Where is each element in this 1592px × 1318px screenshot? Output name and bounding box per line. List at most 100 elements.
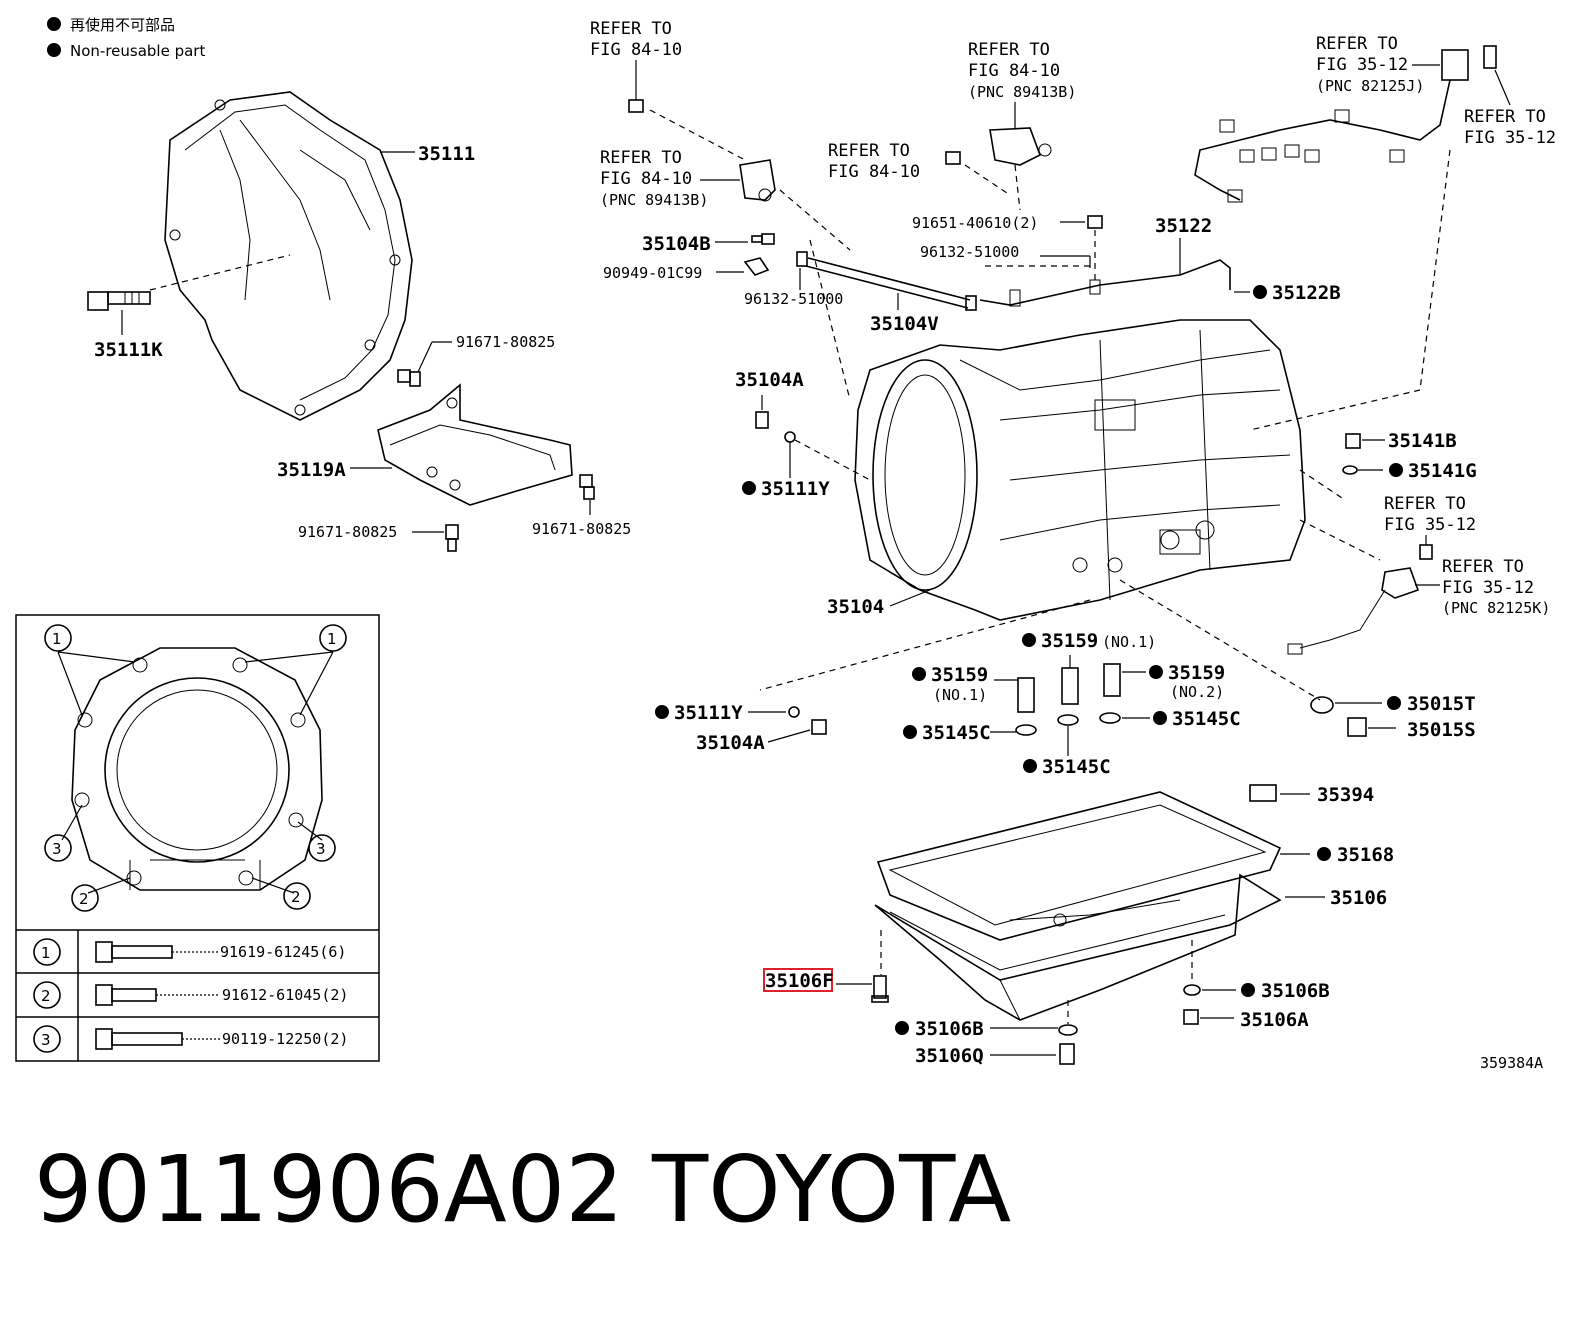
- label-35141g: 35141G: [1408, 460, 1477, 482]
- ref-a-line1: REFER TO: [590, 19, 672, 39]
- ref-e-line2: FIG 35-12: [1316, 55, 1408, 75]
- label-35111k: 35111K: [94, 339, 163, 361]
- label-91671-right: 91671-80825: [532, 520, 631, 538]
- label-35159-right: 35159: [1168, 662, 1225, 684]
- ref-c-line1: REFER TO: [968, 40, 1050, 60]
- ref-h-pnc: (PNC 82125K): [1442, 599, 1550, 617]
- svg-text:2: 2: [291, 888, 301, 906]
- footer-brand: TOYOTA: [652, 1136, 1012, 1243]
- seal-icon: [1057, 714, 1079, 726]
- gasket-icon: [1183, 984, 1201, 996]
- non-reusable-dot-icon: [1153, 711, 1167, 725]
- inset-callout-2-right: 2: [283, 882, 311, 910]
- non-reusable-dot-icon: [1253, 285, 1267, 299]
- non-reusable-dot-icon: [1149, 665, 1163, 679]
- label-35106q: 35106Q: [915, 1045, 984, 1067]
- transmission-case-drawing: [854, 319, 1306, 621]
- label-35159-right-sub: (NO.2): [1170, 683, 1224, 701]
- speed-sensor-a-drawing: [739, 159, 776, 202]
- sensor-82125k-drawing: [1287, 567, 1420, 655]
- bolt-icon: [1419, 544, 1433, 560]
- label-96132-a: 96132-51000: [744, 290, 843, 308]
- label-35106b-right: 35106B: [1261, 980, 1330, 1002]
- valve-icon: [1017, 677, 1035, 713]
- gasket-icon: [1058, 1024, 1078, 1036]
- ref-a-line2: FIG 84-10: [590, 40, 682, 60]
- legend: 再使用不可部品 Non-reusable part: [47, 16, 205, 60]
- label-35111: 35111: [418, 143, 475, 165]
- label-35111y-bot: 35111Y: [674, 702, 743, 724]
- inset-part-2: 91612-61045(2): [222, 986, 348, 1004]
- label-91671-top: 91671-80825: [456, 333, 555, 351]
- label-35104a-top: 35104A: [735, 369, 804, 391]
- plug-icon: [811, 719, 827, 735]
- seal-icon: [1015, 724, 1037, 736]
- label-35119a: 35119A: [277, 459, 346, 481]
- inset-callout-3-right: 3: [308, 834, 336, 862]
- bolt-91671-top-drawing: [397, 369, 421, 387]
- svg-text:1: 1: [52, 630, 62, 648]
- valve-icon: [1103, 663, 1121, 697]
- ref-b-line1: REFER TO: [600, 148, 682, 168]
- label-35104v: 35104V: [870, 313, 939, 335]
- label-35159-top-sub: (NO.1): [1102, 633, 1156, 651]
- inset-callout-1-right: 1: [319, 624, 347, 652]
- non-reusable-dot-icon: [1022, 633, 1036, 647]
- oring-icon: [1310, 696, 1334, 714]
- non-reusable-dot-icon: [1317, 847, 1331, 861]
- oring-icon: [788, 706, 800, 718]
- inset-row-1: 1 91619-61245(6): [33, 938, 346, 966]
- non-reusable-dot-icon: [655, 705, 669, 719]
- label-35106f[interactable]: 35106F: [765, 970, 834, 992]
- label-35111y-top: 35111Y: [761, 478, 830, 500]
- inset-panel: [15, 614, 380, 1062]
- label-96132-b: 96132-51000: [920, 243, 1019, 261]
- ref-f-line2: FIG 35-12: [1464, 128, 1556, 148]
- bolt-91671-left-drawing: [445, 524, 459, 552]
- label-35394: 35394: [1317, 784, 1374, 806]
- inset-callout-3-left: 3: [44, 834, 72, 862]
- ref-d-line1: REFER TO: [828, 141, 910, 161]
- drain-plug-icon: [1059, 1043, 1075, 1065]
- figure-id: 359384A: [1480, 1054, 1543, 1072]
- svg-text:3: 3: [41, 1031, 51, 1049]
- inset-row-2: 2 91612-61045(2): [33, 981, 348, 1009]
- label-35141b: 35141B: [1388, 430, 1457, 452]
- label-35145c-bot: 35145C: [1042, 756, 1111, 778]
- speed-sensor-b-drawing: [989, 127, 1052, 166]
- drain-plug-icon: [1183, 1009, 1199, 1025]
- seal-icon: [1099, 712, 1121, 724]
- ref-e-pnc: (PNC 82125J): [1316, 77, 1424, 95]
- label-35159-left: 35159: [931, 664, 988, 686]
- plug-35104b-drawing: [751, 233, 775, 245]
- label-35122: 35122: [1155, 215, 1212, 237]
- inset-callout-1-left: 1: [44, 624, 72, 652]
- gasket-icon: [1342, 465, 1358, 475]
- inset-part-3: 90119-12250(2): [222, 1030, 348, 1048]
- label-91651: 91651-40610(2): [912, 214, 1038, 232]
- bolt-icon: [945, 151, 961, 165]
- svg-text:2: 2: [41, 987, 51, 1005]
- svg-text:3: 3: [316, 840, 326, 858]
- label-35106: 35106: [1330, 887, 1387, 909]
- plug-35104a-top-drawing: [755, 411, 769, 429]
- valve-icon: [1061, 667, 1079, 705]
- tube-35104v-drawing: [796, 251, 977, 311]
- label-90949: 90949-01C99: [603, 264, 702, 282]
- label-35104b: 35104B: [642, 233, 711, 255]
- label-35145c-right: 35145C: [1172, 708, 1241, 730]
- inset-callout-2-left: 2: [71, 884, 99, 912]
- label-35106b-bot: 35106B: [915, 1018, 984, 1040]
- oring-icon: [784, 431, 796, 443]
- ref-g-line1: REFER TO: [1384, 494, 1466, 514]
- label-35104: 35104: [827, 596, 884, 618]
- svg-text:2: 2: [79, 890, 89, 908]
- bell-housing-drawing: [149, 91, 413, 421]
- label-35015t: 35015T: [1407, 693, 1476, 715]
- magnet-icon: [1249, 784, 1277, 802]
- label-91671-left: 91671-80825: [298, 523, 397, 541]
- non-reusable-dot-icon: [1023, 759, 1037, 773]
- ref-c-line2: FIG 84-10: [968, 61, 1060, 81]
- bolt-icon: [1345, 433, 1361, 449]
